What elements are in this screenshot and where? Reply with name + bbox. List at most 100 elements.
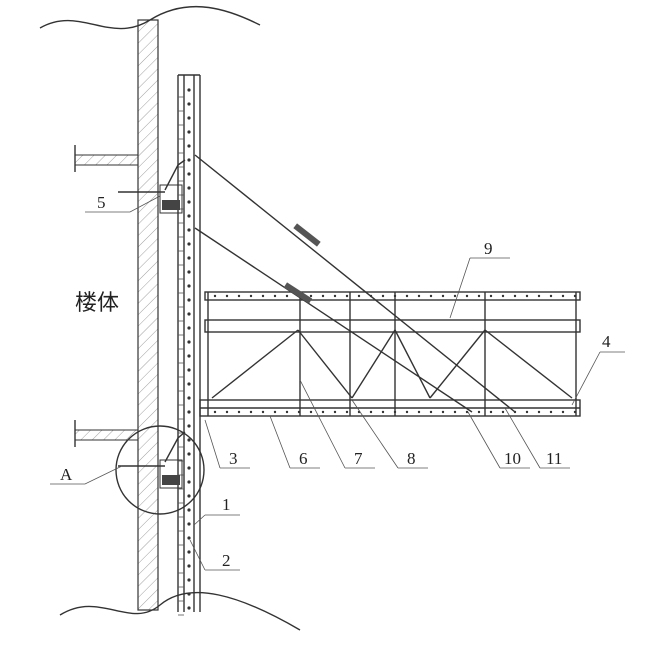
- rail-bolt: [501, 410, 505, 414]
- rail-bolt: [273, 410, 277, 414]
- mast-hole: [187, 564, 191, 568]
- rail-bolt: [309, 410, 313, 414]
- rail-bolt: [429, 294, 433, 298]
- mast-hole: [187, 312, 191, 316]
- rail-bolt: [261, 410, 265, 414]
- rail-bolt: [273, 294, 277, 298]
- floor-slab-upper: [74, 145, 139, 172]
- rail-bolt: [561, 294, 565, 298]
- rail-bolt: [225, 410, 229, 414]
- wall-anchor-upper: [118, 159, 186, 214]
- floor-slab-lower: [74, 420, 139, 447]
- rail-bolt: [249, 294, 253, 298]
- mast-hole: [187, 382, 191, 386]
- rail-bolt: [213, 410, 217, 414]
- rail-bolt: [561, 410, 565, 414]
- mast-hole: [187, 172, 191, 176]
- tie-rods: [194, 154, 516, 413]
- mast-hole: [187, 466, 191, 470]
- rail-bolt: [321, 294, 325, 298]
- label-5: 5: [97, 193, 106, 212]
- rail-bolt: [225, 294, 229, 298]
- rail-bolt: [525, 410, 529, 414]
- mast-hole: [187, 88, 191, 92]
- label-2: 2: [222, 551, 231, 570]
- mast-hole: [187, 144, 191, 148]
- mast-hole: [187, 158, 191, 162]
- rail-bolt: [573, 294, 577, 298]
- rail-bolt: [333, 294, 337, 298]
- mast-hole: [187, 550, 191, 554]
- mast-hole: [187, 354, 191, 358]
- rail-bolt: [549, 294, 553, 298]
- mast-hole: [187, 410, 191, 414]
- rail-bolt: [441, 294, 445, 298]
- detail-circle-a: [115, 425, 205, 515]
- label-7: 7: [354, 449, 363, 468]
- mast-hole: [187, 438, 191, 442]
- mast-hole: [187, 298, 191, 302]
- rail-bolt: [357, 294, 361, 298]
- mast-hole: [187, 130, 191, 134]
- rail-bolt: [537, 410, 541, 414]
- rail-bolt: [429, 410, 433, 414]
- label-10: 10: [504, 449, 521, 468]
- rail-bolt: [285, 294, 289, 298]
- truss-diagonal: [351, 329, 396, 399]
- mast-hole: [187, 270, 191, 274]
- rail-bolt: [345, 294, 349, 298]
- rail-bolt: [333, 410, 337, 414]
- rail-bolt: [453, 410, 457, 414]
- wall-anchor-lower: [118, 431, 186, 489]
- truss-diagonal: [484, 329, 573, 399]
- mast-hole: [187, 578, 191, 582]
- rail-bolt: [465, 294, 469, 298]
- rail-bolt: [489, 294, 493, 298]
- rail-bolt: [453, 294, 457, 298]
- leader-lines: [50, 195, 625, 571]
- mast-hole: [187, 340, 191, 344]
- label-11: 11: [546, 449, 562, 468]
- label-4: 4: [602, 332, 611, 351]
- rail-bolt: [345, 410, 349, 414]
- mast-hole: [187, 200, 191, 204]
- mast-hole: [187, 256, 191, 260]
- rail-bolt: [573, 410, 577, 414]
- rail-bolt: [477, 294, 481, 298]
- rail-bolt: [549, 410, 553, 414]
- truss-diagonal: [211, 329, 299, 399]
- rail-bolt: [381, 410, 385, 414]
- rail-bolt: [489, 410, 493, 414]
- mast-hole: [187, 592, 191, 596]
- rail-bolt: [321, 410, 325, 414]
- label-6: 6: [299, 449, 308, 468]
- truss-diagonal: [394, 329, 431, 399]
- mast-hole: [187, 396, 191, 400]
- rail-bolt: [417, 410, 421, 414]
- truss-diagonal: [429, 329, 486, 399]
- rail-bolt: [417, 294, 421, 298]
- mast-hole: [187, 284, 191, 288]
- mast-hole: [187, 116, 191, 120]
- callout-labels: 5 A 9 4 3 6 7 8 10 11 1 2: [60, 193, 611, 570]
- rail-bolt: [261, 294, 265, 298]
- rail-bolt: [405, 294, 409, 298]
- mast-hole: [187, 494, 191, 498]
- label-3: 3: [229, 449, 238, 468]
- mast-hole: [187, 452, 191, 456]
- rail-bolt: [285, 410, 289, 414]
- mast-hole: [187, 242, 191, 246]
- mast-hole: [187, 368, 191, 372]
- rail-bolt: [501, 294, 505, 298]
- rail-bolt: [237, 410, 241, 414]
- mast-hole: [187, 186, 191, 190]
- mast-hole: [187, 424, 191, 428]
- mast-hole: [187, 536, 191, 540]
- rail-bolt: [309, 294, 313, 298]
- truss-diagonal: [297, 329, 353, 399]
- label-a: A: [60, 465, 73, 484]
- mast-hole: [187, 102, 191, 106]
- rail-bolt: [297, 410, 301, 414]
